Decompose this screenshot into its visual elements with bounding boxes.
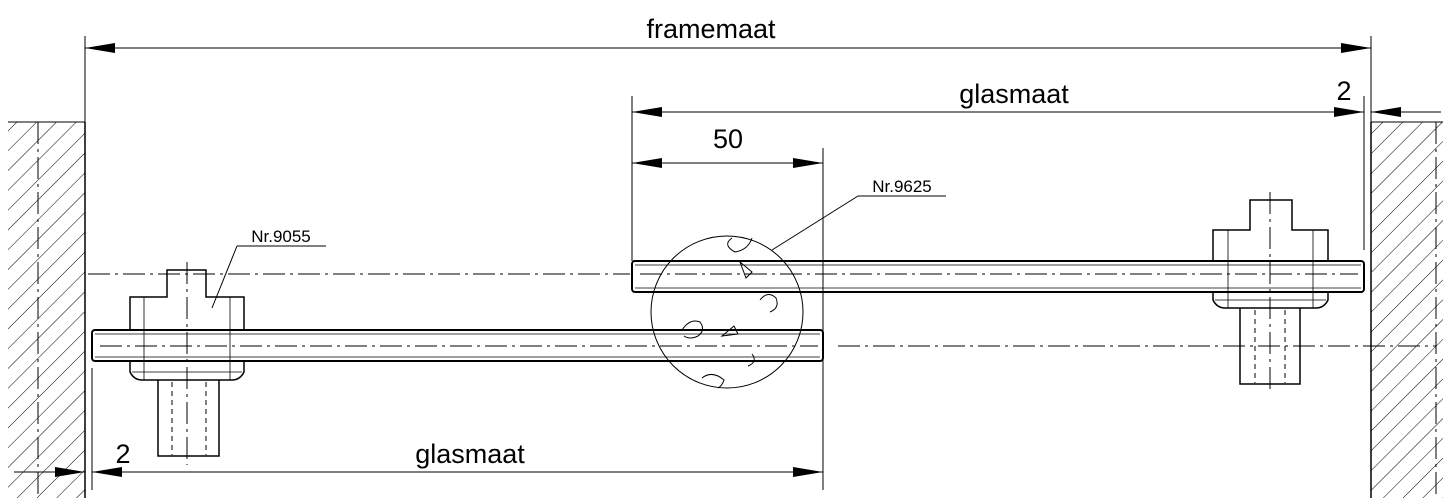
glass-panel-bottom	[91, 329, 824, 362]
label-part-9055: Nr.9055	[251, 227, 311, 246]
dimension-overlap	[631, 148, 824, 490]
dimension-frame	[84, 36, 1372, 122]
right-wall	[1370, 121, 1443, 498]
left-wall	[8, 121, 86, 498]
dimension-glass-top	[631, 96, 1441, 261]
leader-left-fitting	[211, 245, 326, 309]
label-gap-left: 2	[115, 439, 130, 469]
label-overlap: 50	[713, 124, 743, 154]
label-part-9625: Nr.9625	[872, 177, 932, 196]
label-glasmaat-bottom: glasmaat	[415, 439, 525, 469]
dimension-glass-bottom	[14, 368, 823, 490]
center-lines	[88, 273, 1436, 347]
label-glasmaat-top: glasmaat	[959, 79, 1069, 109]
glass-panel-top	[631, 260, 1365, 293]
fitting-left	[129, 262, 245, 465]
label-framemaat: framemaat	[646, 14, 776, 44]
fitting-right	[1212, 192, 1329, 392]
fitting-center	[650, 235, 804, 389]
leader-center-fitting	[771, 195, 946, 251]
label-gap-right: 2	[1336, 76, 1351, 106]
